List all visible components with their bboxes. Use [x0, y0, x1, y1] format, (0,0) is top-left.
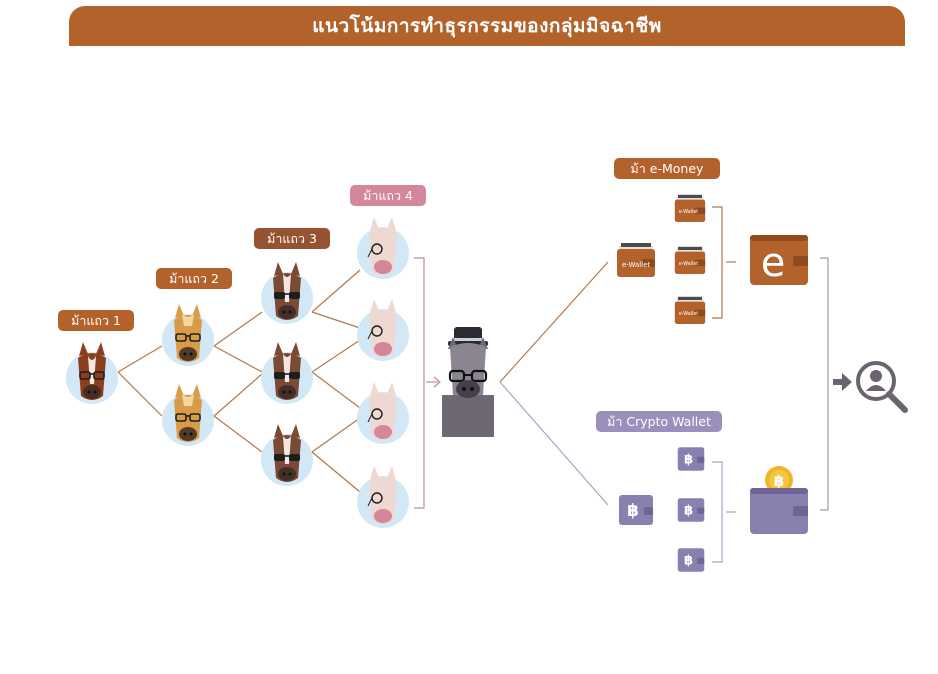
- horse-tier3-icon: [261, 262, 313, 324]
- horse-tier3-icon: [261, 424, 313, 486]
- magnifier-person-icon: [856, 361, 908, 413]
- bitcoin-coin-icon: ฿: [765, 466, 793, 494]
- emoney-label: ม้า e-Money: [614, 158, 720, 179]
- e-wallet-icon: e-Wallet: [617, 243, 655, 277]
- crypto-wallet-icon: [677, 548, 705, 572]
- e-wallet-icon: e-Wallet: [674, 246, 706, 274]
- crypto-wallet-icon: [677, 447, 705, 471]
- tier2-label: ม้าแถว 2: [156, 268, 232, 289]
- crypto-wallet-icon: [619, 495, 653, 525]
- tier3-label: ม้าแถว 3: [254, 228, 330, 249]
- horse-tier4-icon: [357, 299, 409, 361]
- tier1-label: ม้าแถว 1: [58, 310, 134, 331]
- horse-tier2-icon: [162, 384, 214, 446]
- bitcoin-symbol: ฿: [774, 472, 784, 490]
- crypto-label: ม้า Crypto Wallet: [596, 411, 722, 432]
- e-money-hub-letter: e: [761, 240, 786, 286]
- e-wallet-icon: e-Wallet: [674, 296, 706, 324]
- arrow-right-icon: [833, 373, 852, 391]
- horse-tier2-icon: [162, 304, 214, 366]
- crypto-hub-icon: ฿: [750, 466, 808, 534]
- boss-horse-icon: [442, 327, 494, 437]
- tier4-label: ม้าแถว 4: [350, 185, 426, 206]
- horse-tier4-icon: [357, 217, 409, 279]
- horse-tier4-icon: [357, 466, 409, 528]
- horse-tier1-icon: [66, 342, 118, 404]
- crypto-wallet-icon: [677, 498, 705, 522]
- e-wallet-text: e-Wallet: [622, 261, 651, 269]
- e-money-hub-icon: e: [750, 235, 808, 286]
- e-wallet-text: e-Wallet: [679, 261, 698, 267]
- e-wallet-text: e-Wallet: [679, 311, 698, 317]
- title-banner: แนวโน้มการทำธุรกรรมของกลุ่มมิจฉาชีพ: [69, 6, 905, 46]
- horse-tier4-icon: [357, 382, 409, 444]
- horse-tier3-icon: [261, 342, 313, 404]
- e-wallet-icon: e-Wallet: [674, 194, 706, 222]
- e-wallet-text: e-Wallet: [679, 209, 698, 215]
